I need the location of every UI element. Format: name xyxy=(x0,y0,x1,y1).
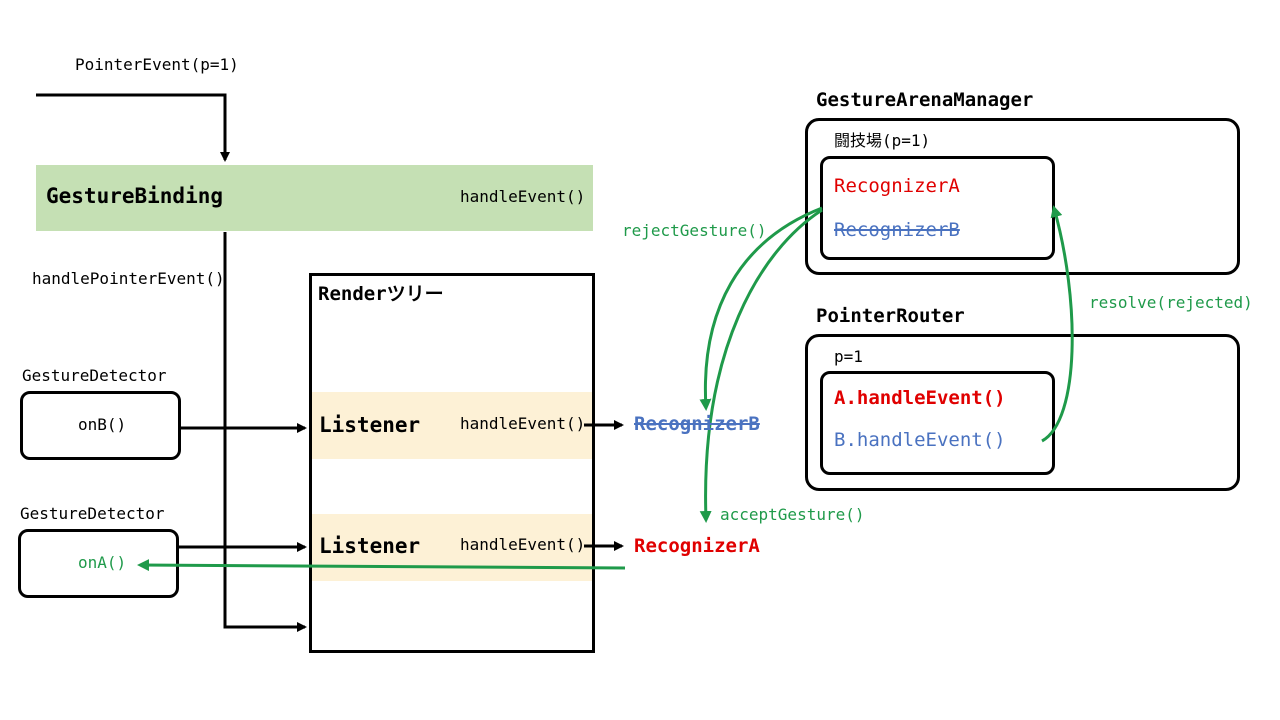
listener-b-handle-event: handleEvent() xyxy=(460,414,586,433)
reject-gesture-curve xyxy=(699,206,823,411)
listener-a-label: Listener xyxy=(319,534,421,558)
recognizer-a-label: RecognizerA xyxy=(634,535,760,557)
pointer-event-label: PointerEvent(p=1) xyxy=(75,55,239,74)
router-a-handle-event: A.handleEvent() xyxy=(834,387,1006,409)
router-inner-box xyxy=(820,371,1055,475)
gesture-detector-b-callback: onB() xyxy=(78,415,127,434)
arena-manager-title: GestureArenaManager xyxy=(816,89,1034,111)
listener-b-label: Listener xyxy=(319,413,421,437)
pointer-router-title: PointerRouter xyxy=(816,305,965,327)
gesture-detector-b-box xyxy=(20,391,181,460)
recognizer-b-label: RecognizerB xyxy=(634,413,760,435)
pointer-event-line xyxy=(36,93,230,162)
reject-gesture-label: rejectGesture() xyxy=(622,221,767,240)
render-tree-title: Renderツリー xyxy=(318,283,444,305)
gesture-detector-b-title: GestureDetector xyxy=(22,366,167,385)
gesture-detector-a-box xyxy=(18,529,179,598)
pointer-router-box xyxy=(805,334,1240,491)
router-pointer-label: p=1 xyxy=(834,347,863,366)
arena-title: 闘技場(p=1) xyxy=(834,131,931,150)
listener-b-band xyxy=(312,392,592,459)
render-tree-box xyxy=(309,273,595,653)
arena-manager-box xyxy=(805,118,1240,275)
resolve-rejected-curve xyxy=(1041,205,1074,443)
router-b-handle-event: B.handleEvent() xyxy=(834,429,1006,451)
gesture-binding-title: GestureBinding xyxy=(46,184,224,208)
recognizer-a-to-on-a-arrow xyxy=(137,559,626,572)
listener-a-band xyxy=(312,514,592,581)
gesture-detector-a-title: GestureDetector xyxy=(20,504,165,523)
gesture-binding-bar xyxy=(36,165,593,231)
handle-pointer-event-trunk xyxy=(223,232,307,632)
arena-recognizer-b: RecognizerB xyxy=(834,219,960,241)
accept-gesture-label: acceptGesture() xyxy=(720,505,865,524)
gesture-binding-handle-event: handleEvent() xyxy=(460,187,586,206)
gesture-detector-a-callback: onA() xyxy=(78,553,127,572)
accept-gesture-curve xyxy=(699,208,823,523)
resolve-rejected-label: resolve(rejected) xyxy=(1089,293,1253,312)
handle-pointer-event-label: handlePointerEvent() xyxy=(32,269,225,288)
arena-recognizer-a: RecognizerA xyxy=(834,175,960,197)
listener-a-handle-event: handleEvent() xyxy=(460,535,586,554)
